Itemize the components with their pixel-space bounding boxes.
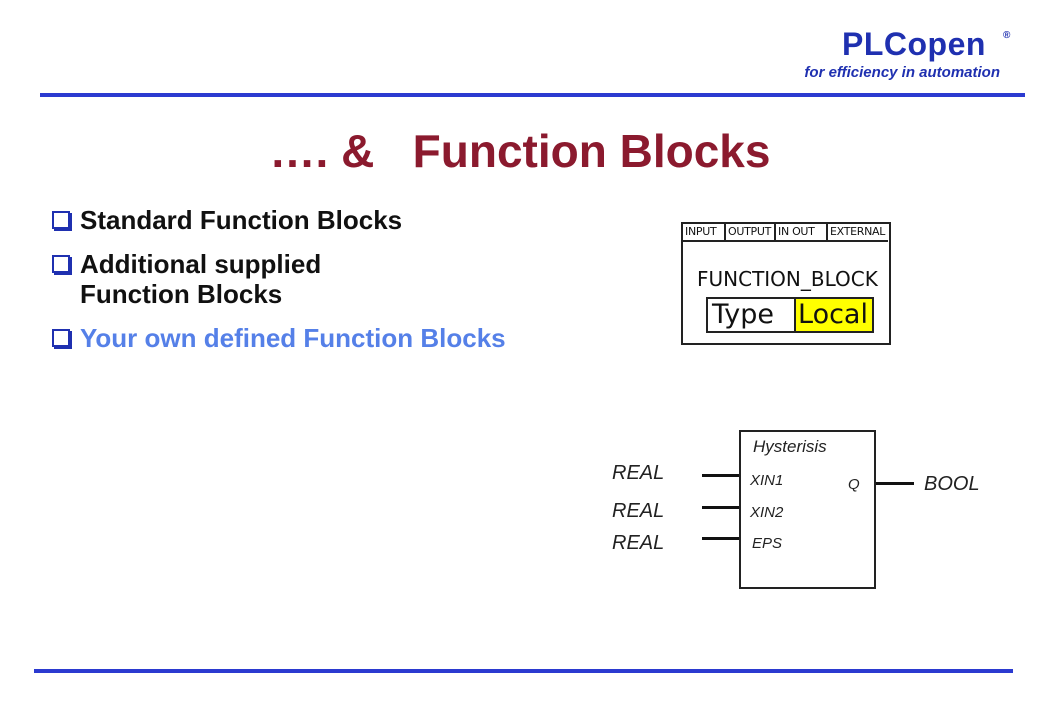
input-wire xyxy=(702,474,739,477)
input-pin-xin1: XIN1 xyxy=(750,472,784,489)
function-block-declaration-diagram: INPUT OUTPUT IN OUT EXTERNAL FUNCTION_BL… xyxy=(681,222,891,345)
bottom-divider xyxy=(34,669,1013,673)
bullet-text: Additional supplied Function Blocks xyxy=(80,249,322,309)
tab-external: EXTERNAL xyxy=(828,224,888,242)
function-block-keyword: FUNCTION_BLOCK xyxy=(697,267,878,291)
output-pin-q: Q xyxy=(848,476,860,493)
type-label: Type xyxy=(708,299,796,331)
brand-logo: PLCopen xyxy=(842,26,986,62)
checkbox-bullet-icon xyxy=(52,329,70,347)
bullet-list: Standard Function Blocks Additional supp… xyxy=(52,205,512,367)
checkbox-bullet-icon xyxy=(52,211,70,229)
block-name: Hysterisis xyxy=(753,437,827,456)
tab-output: OUTPUT xyxy=(726,224,776,242)
declaration-tabs: INPUT OUTPUT IN OUT EXTERNAL xyxy=(683,224,888,242)
checkbox-bullet-icon xyxy=(52,255,70,273)
tab-in-out: IN OUT xyxy=(776,224,828,242)
output-type-label: BOOL xyxy=(924,473,980,495)
top-divider xyxy=(40,93,1025,97)
local-label: Local xyxy=(796,299,872,331)
output-wire xyxy=(876,482,914,485)
tab-input: INPUT xyxy=(683,224,726,242)
slide-title: …. & Function Blocks xyxy=(269,125,771,177)
bullet-text: Standard Function Blocks xyxy=(80,205,403,235)
brand-tagline: for efficiency in automation xyxy=(804,64,1000,81)
input-wire xyxy=(702,506,739,509)
bullet-item: Additional supplied Function Blocks xyxy=(52,249,420,309)
input-type-label: REAL xyxy=(612,532,665,554)
bullet-text: Your own defined Function Blocks xyxy=(80,323,506,353)
type-local-box: Type Local xyxy=(706,297,874,333)
bullet-item-highlighted: Your own defined Function Blocks xyxy=(52,323,520,353)
input-pin-eps: EPS xyxy=(752,535,783,552)
hysterisis-block xyxy=(739,430,876,589)
input-pin-xin2: XIN2 xyxy=(750,504,784,521)
input-type-label: REAL xyxy=(612,462,665,484)
bullet-item: Standard Function Blocks xyxy=(52,205,512,235)
input-type-label: REAL xyxy=(612,500,665,522)
registered-mark: ® xyxy=(1003,30,1011,41)
input-wire xyxy=(702,537,739,540)
